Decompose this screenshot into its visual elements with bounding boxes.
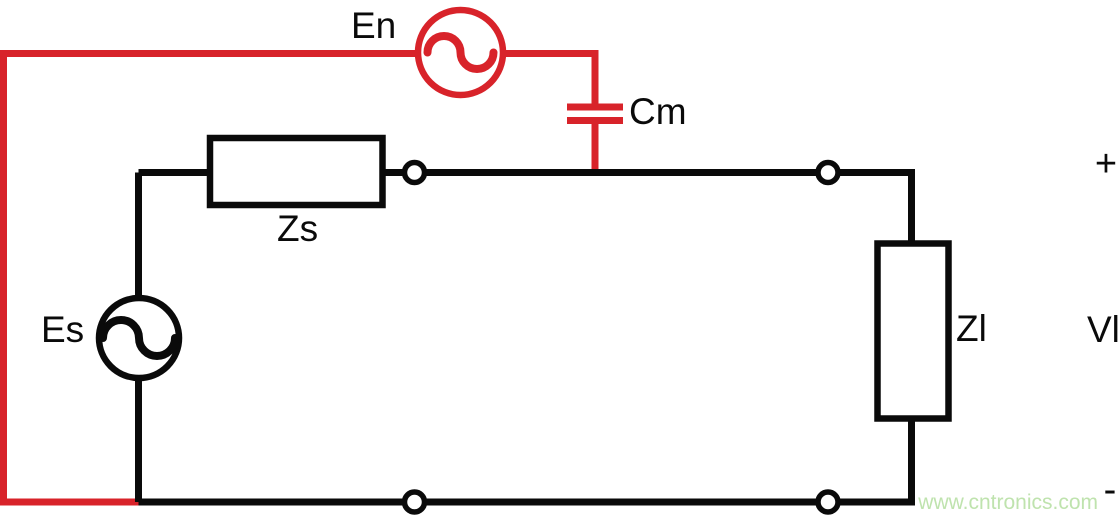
bottom-conductor-wire: [138, 418, 915, 506]
label-signal-source: Es: [41, 309, 84, 350]
noise-source-sine-icon: [423, 32, 498, 73]
terminal-node-top-right: [815, 159, 841, 186]
terminal-node-bottom-right: [815, 489, 841, 515]
noise-loop-wire: [0, 50, 416, 506]
signal-source-sine-icon: [99, 316, 179, 360]
label-load-voltage: Vl: [1087, 309, 1120, 350]
terminal-node-bottom-left: [401, 489, 428, 515]
watermark-text: www.cntronics.com: [917, 491, 1098, 514]
label-noise-source: En: [351, 5, 396, 46]
noise-source-to-capacitor-wire: [505, 50, 599, 104]
source-impedance-box: [206, 134, 386, 209]
load-impedance-box: [874, 240, 952, 422]
top-conductor-wire: [138, 169, 915, 245]
label-polarity-minus: -: [1104, 469, 1117, 511]
terminal-node-top-left: [401, 159, 428, 186]
label-load-impedance: Zl: [956, 308, 987, 349]
label-coupling-capacitor: Cm: [629, 91, 687, 132]
label-polarity-plus: +: [1095, 143, 1117, 185]
label-source-impedance: Zs: [277, 208, 318, 249]
